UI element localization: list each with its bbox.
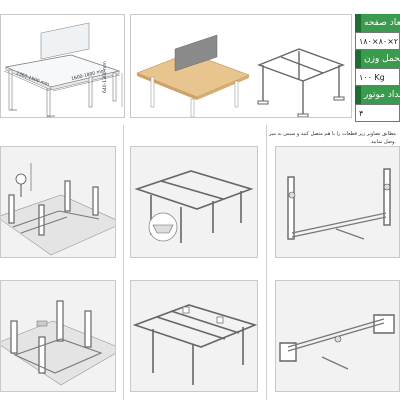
column-divider bbox=[123, 125, 124, 400]
height-dimension-label: 640-1300 mm bbox=[103, 61, 108, 93]
step-4-illustration bbox=[1, 300, 115, 386]
instruction-line-2: وصل نمایید. bbox=[371, 139, 396, 145]
dimension-drawing-panel: 1360-1500 mm 1600-1800 mm 640-1300 mm bbox=[0, 14, 125, 118]
instruction-line-1: مطابق تصاویر زیر قطعات را با هم متصل کنی… bbox=[269, 131, 396, 137]
desk-dimension-drawing bbox=[3, 22, 123, 117]
spec-label-weight: تحمل وزن bbox=[355, 50, 400, 68]
assembly-step-3 bbox=[275, 146, 400, 258]
spec-label-dimensions: ابعاد صفحه bbox=[355, 14, 400, 32]
assembly-step-4 bbox=[0, 280, 116, 392]
spec-value-motors: ۴ bbox=[355, 104, 400, 122]
spec-value-weight: ۱۰۰ Kg bbox=[355, 68, 400, 86]
spec-label-motors: تعداد موتور bbox=[355, 86, 400, 104]
step-3-illustration bbox=[287, 168, 391, 240]
assembly-step-1 bbox=[0, 146, 116, 258]
step-5-illustration bbox=[132, 304, 257, 385]
step-2-illustration bbox=[134, 170, 254, 243]
step-1-illustration bbox=[1, 163, 115, 256]
assembly-instructions: مطابق تصاویر زیر قطعات را با هم متصل کنی… bbox=[268, 130, 396, 146]
step-6-illustration bbox=[279, 314, 395, 370]
spec-table: ابعاد صفحه ۱۸۰×۸۰×۲ تحمل وزن ۱۰۰ Kg تعدا… bbox=[355, 14, 400, 122]
screw-icon bbox=[15, 173, 27, 197]
assembly-step-6 bbox=[275, 280, 400, 392]
column-divider bbox=[266, 125, 267, 400]
spec-value-dimensions: ۱۸۰×۸۰×۲ bbox=[355, 32, 400, 50]
assembly-step-2 bbox=[130, 146, 258, 258]
desk-product-illustration bbox=[136, 34, 345, 117]
product-views-panel bbox=[130, 14, 352, 118]
assembly-step-5 bbox=[130, 280, 258, 392]
